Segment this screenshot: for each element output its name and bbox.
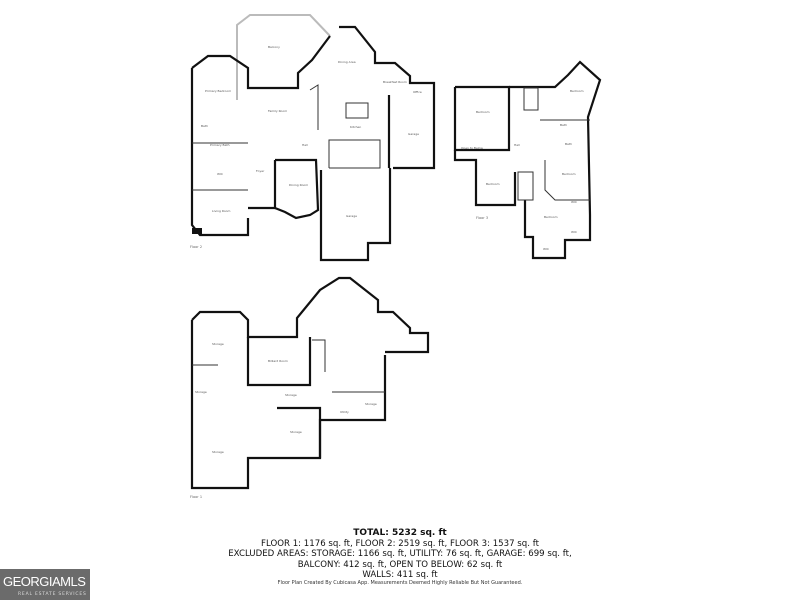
room-label: Breakfast Room: [383, 80, 407, 84]
room-label: Hall: [514, 143, 520, 147]
room-label: Balcony: [268, 45, 280, 49]
credit-text: Floor Plan Created By Cubicasa App. Meas…: [277, 580, 523, 586]
room-label: Storage: [212, 450, 224, 454]
floor-label: Floor 1: [190, 495, 202, 499]
room-label: Office: [413, 90, 422, 94]
room-label: Primary Bath: [210, 143, 230, 147]
dining-room-wall: [274, 158, 320, 220]
excluded-areas-cont: BALCONY: 412 sq. ft, OPEN TO BELOW: 62 s…: [297, 559, 503, 570]
room-label: Hall: [302, 143, 308, 147]
room-label: Bedroom: [544, 215, 558, 219]
lower-wall-top: [191, 276, 430, 354]
room-label: Family Room: [268, 109, 287, 113]
room-label: Bedroom: [570, 89, 584, 93]
floor-plan-upper: Bedroom Bedroom Open to Below Hall Bath …: [453, 60, 602, 260]
room-label: WIC: [543, 247, 549, 251]
room-label: WIC: [571, 230, 577, 234]
floor-label: Floor 2: [190, 245, 202, 249]
stairs-outline: [312, 339, 326, 372]
room-label: Storage: [290, 430, 302, 434]
floor-plan-main: Balcony Primary Bedroom Family Room Dini…: [190, 14, 436, 262]
room-label: Storage: [285, 393, 297, 397]
room-label: Storage: [365, 402, 377, 406]
total-area: TOTAL: 5232 sq. ft: [353, 528, 447, 538]
room-label: WIC: [571, 200, 577, 204]
closet-outline: [517, 171, 534, 201]
floor-plan-lower: Storage Billiard Room Storage Storage St…: [190, 276, 430, 499]
room-label: Dining Area: [338, 60, 356, 64]
billiard-room-wall: [246, 337, 312, 387]
room-label: Dining Room: [289, 183, 308, 187]
room-label: Billiard Room: [268, 359, 288, 363]
room-label: Open to Below: [461, 146, 484, 150]
room-label: Utility: [340, 410, 349, 414]
room-label: Bath: [560, 123, 567, 127]
area-summary: TOTAL: 5232 sq. ft FLOOR 1: 1176 sq. ft,…: [0, 528, 800, 581]
room-label: Storage: [195, 390, 207, 394]
room-label: Living Room: [212, 209, 230, 213]
bedroom-wall: [453, 85, 511, 152]
storage-wall: [277, 406, 322, 458]
interior-wall: [328, 139, 381, 169]
room-label: Storage: [212, 342, 224, 346]
excluded-areas: EXCLUDED AREAS: STORAGE: 1166 sq. ft, UT…: [228, 549, 572, 560]
room-label: Foyer: [256, 169, 265, 173]
walls-area: WALLS: 411 sq. ft: [362, 570, 438, 581]
stairs-outline: [309, 84, 319, 130]
room-label: Kitchen: [350, 125, 361, 129]
upper-wall-bottom: [523, 200, 592, 260]
primary-bedroom-wall: [191, 54, 300, 90]
logo-name: GEORGIAMLS: [3, 574, 86, 589]
logo-subtitle: REAL ESTATE SERVICES: [18, 592, 87, 597]
upper-wall-right: [509, 60, 602, 216]
floor-areas: FLOOR 1: 1176 sq. ft, FLOOR 2: 2519 sq. …: [261, 538, 539, 549]
room-label: Bedroom: [476, 110, 490, 114]
main-wall-top-right: [339, 25, 436, 170]
floor-label: Floor 3: [476, 216, 488, 220]
room-label: Primary Bedroom: [205, 89, 231, 93]
room-label: WIC: [217, 172, 223, 176]
room-label: Bedroom: [486, 182, 500, 186]
foyer-wall: [248, 160, 277, 210]
kitchen-island: [345, 102, 369, 119]
room-label: Garage: [408, 132, 419, 136]
room-label: Bath: [201, 124, 208, 128]
closet-outline: [523, 87, 539, 111]
room-label: Garage: [346, 214, 357, 218]
room-label: Bedroom: [562, 172, 576, 176]
fireplace: [192, 228, 202, 234]
interior-wall: [544, 160, 590, 201]
main-wall-left: [190, 68, 250, 237]
georgiamls-logo: GEORGIAMLS REAL ESTATE SERVICES: [0, 569, 90, 600]
garage-wall: [319, 168, 392, 262]
room-label: Bath: [565, 142, 572, 146]
balcony-wall: [296, 35, 331, 83]
balcony-outline: [236, 14, 331, 100]
bedroom-wall: [453, 150, 517, 207]
